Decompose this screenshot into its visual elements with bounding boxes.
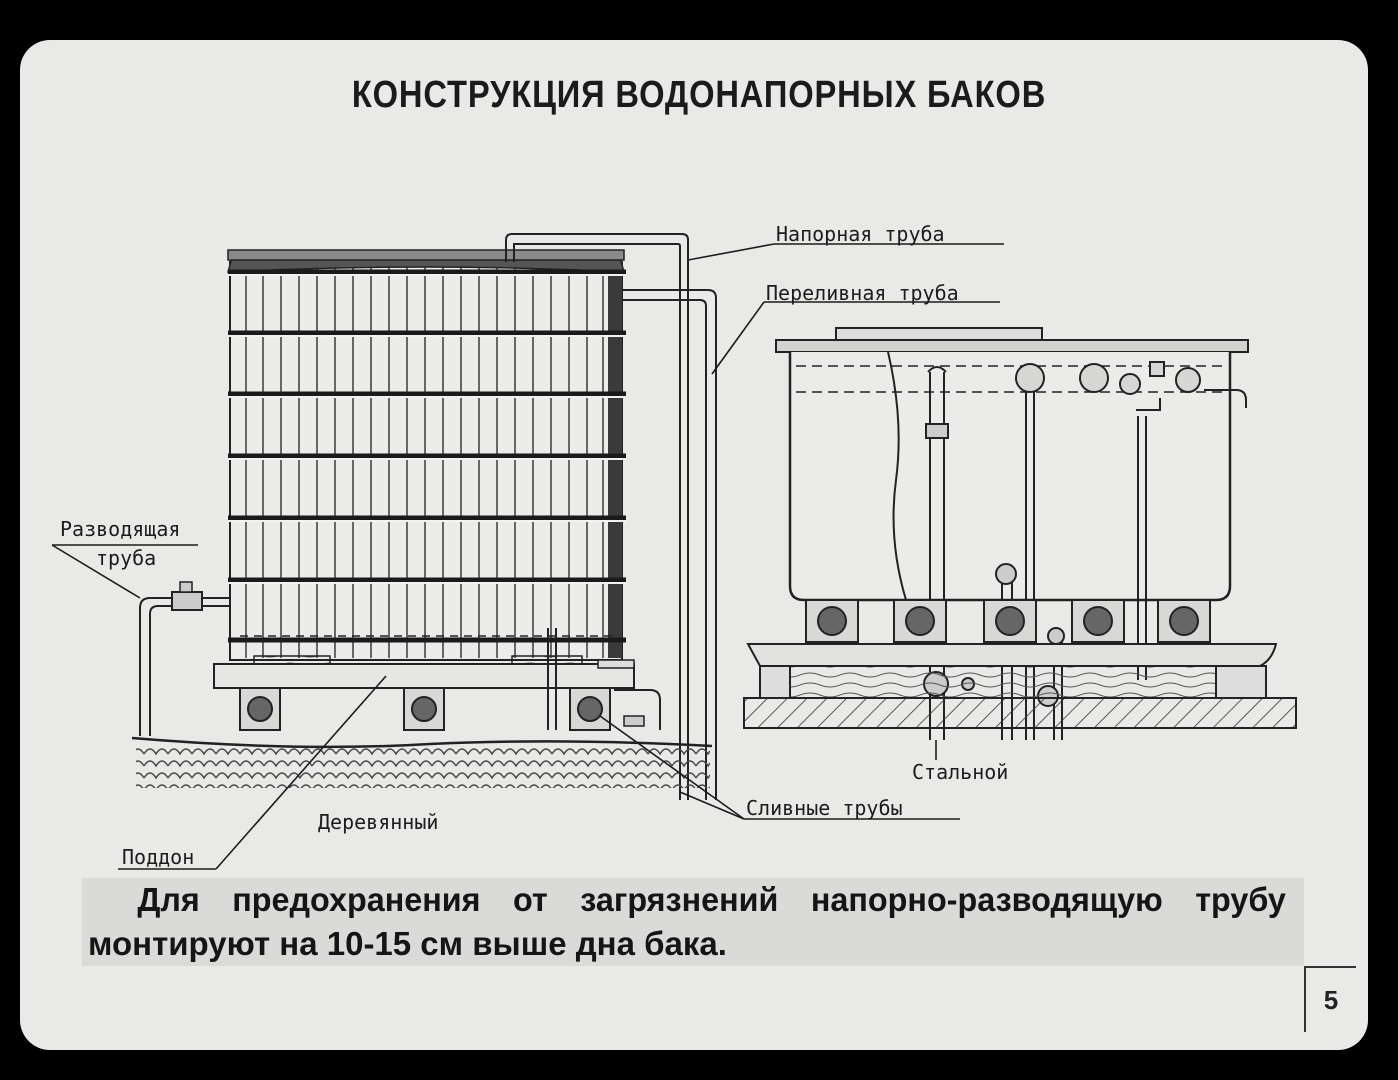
caption-box: Для предохранения от загрязнений напорно…: [82, 878, 1304, 966]
wooden-tank: [131, 233, 717, 800]
label-steel: Стальной: [912, 760, 1009, 784]
steel-tank: [743, 327, 1297, 740]
label-distribution-pipe-2: труба: [96, 546, 157, 570]
label-pressure-pipe: Напорная труба: [776, 222, 945, 246]
page-number: 5: [1304, 966, 1356, 1032]
label-overflow-pipe: Переливная труба: [766, 281, 959, 305]
leader-lines: [51, 243, 1004, 870]
label-distribution-pipe-1: Разводящая: [60, 517, 181, 541]
caption-line-1: Для предохранения от загрязнений напорно…: [137, 881, 1286, 918]
page-title: КОНСТРУКЦИЯ ВОДОНАПОРНЫХ БАКОВ: [351, 74, 1047, 116]
label-drain-pipes: Сливные трубы: [746, 796, 903, 820]
label-tray: Поддон: [122, 845, 195, 869]
label-wooden: Деревянный: [318, 810, 439, 834]
caption-line-2: монтируют на 10-15 см выше дна бака.: [88, 925, 727, 962]
